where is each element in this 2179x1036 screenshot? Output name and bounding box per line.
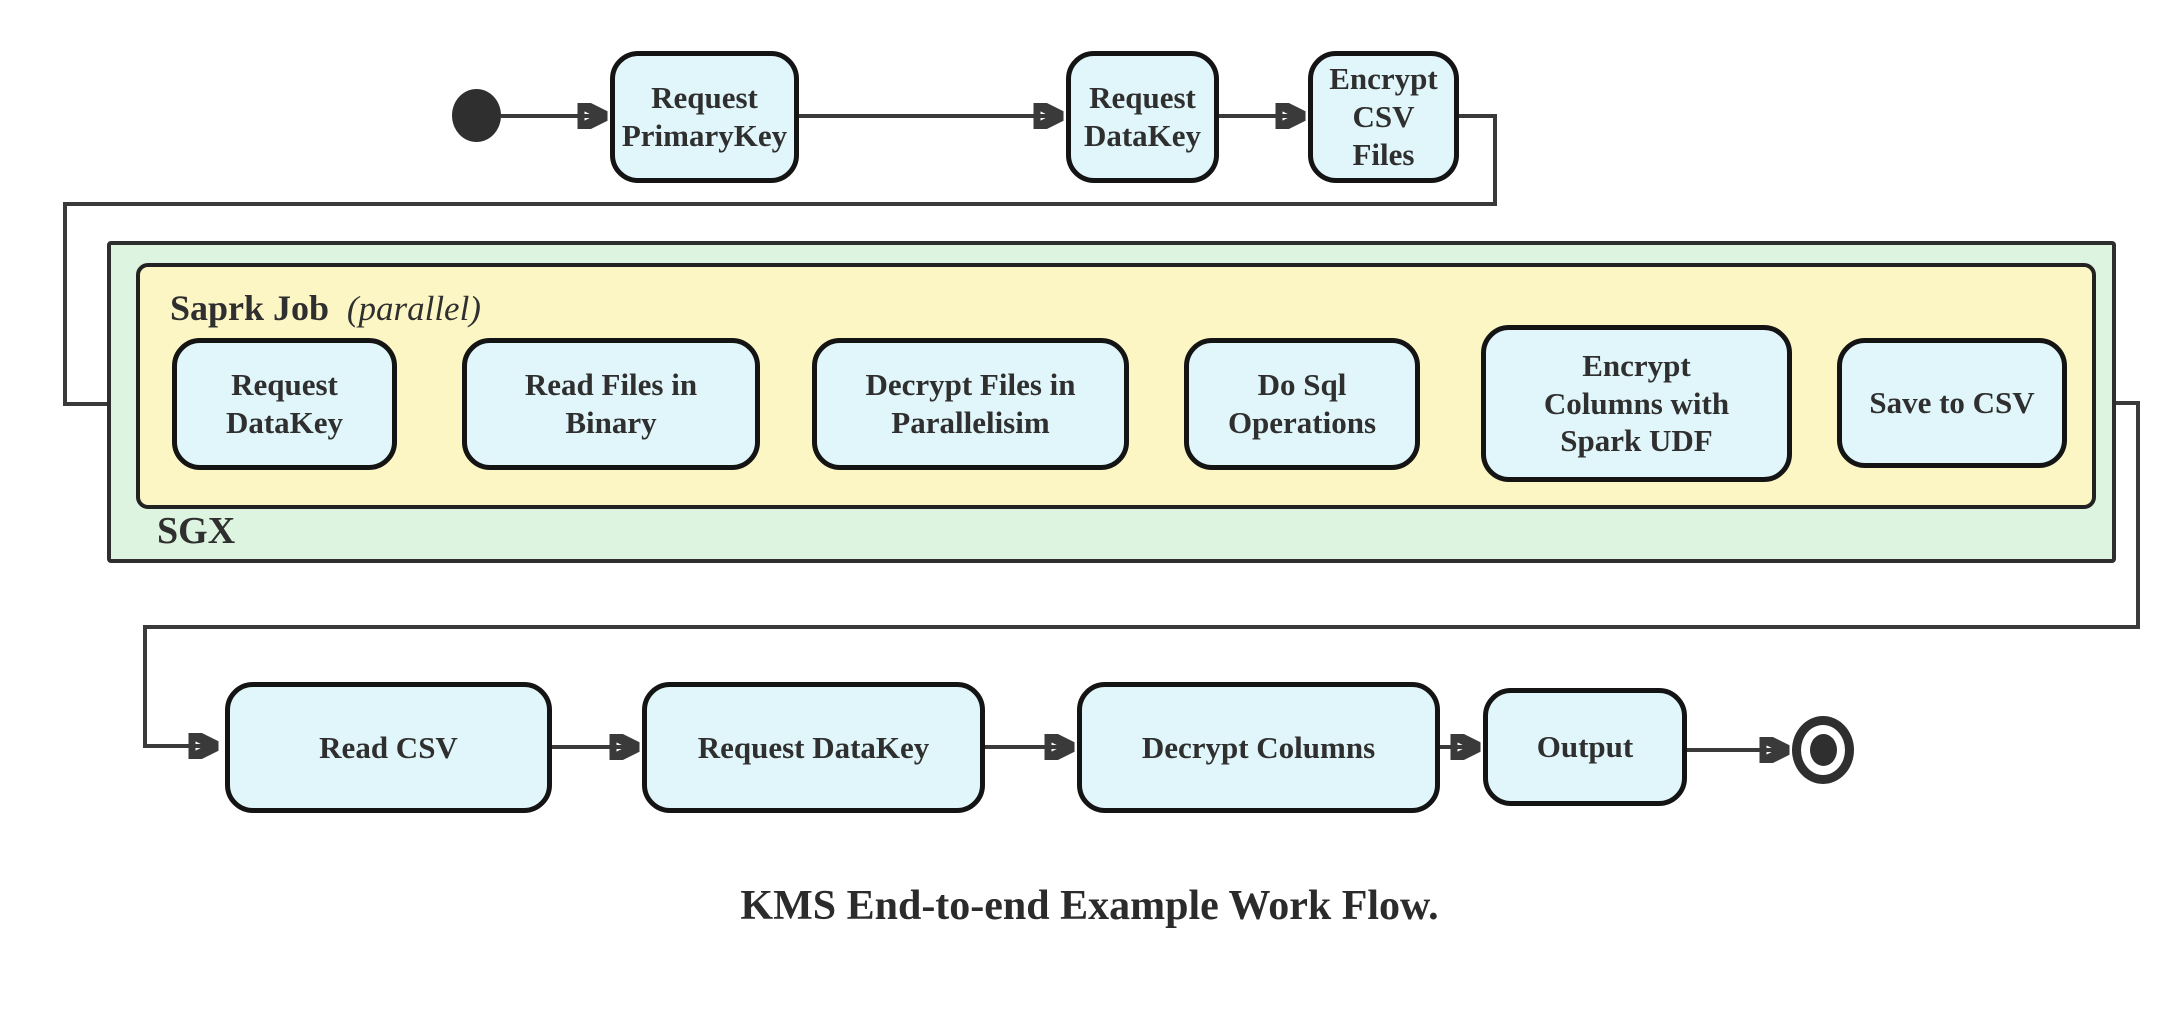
node-do-sql-operations: Do Sql Operations [1184,338,1420,470]
node-decrypt-files-in-parallelisim: Decrypt Files in Parallelisim [812,338,1129,470]
node-read-csv: Read CSV [225,682,552,813]
node-save-to-csv: Save to CSV [1837,338,2067,468]
node-request-datakey-bottom: Request DataKey [642,682,985,813]
final-state-inner-dot [1809,734,1837,766]
node-encrypt-csv-files: Encrypt CSV Files [1308,51,1459,183]
final-state-node [1792,716,1854,784]
node-request-datakey-sgx: Request DataKey [172,338,397,470]
spark-job-label: Saprk Job (parallel) [170,287,481,329]
sgx-label: SGX [157,510,236,552]
spark-job-annotation: (parallel) [346,289,481,328]
edge-save-to-csv-to-read-csv [143,401,2140,746]
initial-state-node [452,89,501,142]
diagram-caption: KMS End-to-end Example Work Flow. [740,883,1439,929]
node-request-datakey-top: Request DataKey [1066,51,1219,183]
node-decrypt-columns: Decrypt Columns [1077,682,1440,813]
node-encrypt-columns-with-spark-udf: Encrypt Columns with Spark UDF [1481,325,1792,482]
node-read-files-in-binary: Read Files in Binary [462,338,760,470]
edge-encrypt-csv-files-to-sgx-request-datakey [63,114,1497,404]
node-request-primarykey: Request PrimaryKey [610,51,799,183]
spark-job-title: Saprk Job [170,288,330,328]
node-output: Output [1483,688,1687,806]
